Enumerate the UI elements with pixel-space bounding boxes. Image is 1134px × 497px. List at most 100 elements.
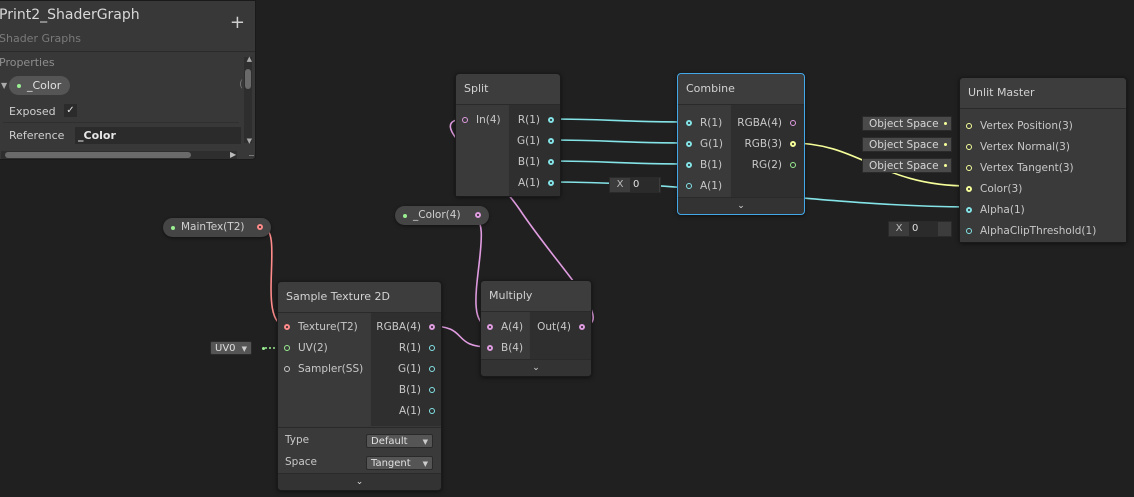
property-overflow-glyph: ( xyxy=(239,79,243,90)
combine-rgba-port[interactable]: RGBA(4) xyxy=(737,113,796,134)
property-collapse-icon[interactable]: ▼ xyxy=(1,81,8,90)
vertex-tangent-port[interactable]: Vertex Tangent(3) xyxy=(966,158,1074,179)
uv-channel-dropdown[interactable]: UV0▼ xyxy=(210,341,252,355)
sample-texture-2d-node[interactable]: Sample Texture 2D Texture(T2) UV(2) Samp… xyxy=(277,281,442,491)
combine-r-port[interactable]: R(1) xyxy=(686,113,722,134)
port-dot-icon[interactable] xyxy=(257,224,263,230)
alpha-port[interactable]: Alpha(1) xyxy=(966,200,1025,221)
rgba-output-port[interactable]: RGBA(4) xyxy=(376,317,435,338)
split-a-port[interactable]: A(1) xyxy=(518,173,554,194)
port-dot-icon xyxy=(944,164,947,167)
port-dot-icon xyxy=(548,138,554,144)
exposed-checkbox[interactable]: ✓ xyxy=(64,104,77,117)
color-property-label: _Color(4) xyxy=(413,209,461,221)
multiply-node[interactable]: Multiply A(4) B(4) Out(4) ⌄ xyxy=(480,280,592,377)
vertex-normal-space-field[interactable]: Object Space xyxy=(862,137,952,152)
space-field-label: Object Space xyxy=(869,160,939,172)
space-dropdown[interactable]: Tangent▼ xyxy=(366,456,433,470)
horizontal-scroll-thumb[interactable] xyxy=(5,152,191,158)
port-label: R(1) xyxy=(700,117,723,129)
combine-rg-port[interactable]: RG(2) xyxy=(752,155,796,176)
type-dropdown[interactable]: Default▼ xyxy=(366,434,433,448)
color-property-node[interactable]: _Color(4) xyxy=(395,206,489,225)
combine-g-port[interactable]: G(1) xyxy=(686,134,723,155)
split-b-port[interactable]: B(1) xyxy=(518,152,554,173)
vertex-position-space-field[interactable]: Object Space xyxy=(862,116,952,131)
alphaclip-port[interactable]: AlphaClipThreshold(1) xyxy=(966,221,1096,242)
port-label: RGB(3) xyxy=(744,138,782,150)
multiply-expand-button[interactable]: ⌄ xyxy=(481,359,591,376)
combine-a-value-input[interactable]: 0 xyxy=(630,178,659,192)
port-dot-icon xyxy=(487,324,493,330)
port-dot-icon[interactable] xyxy=(475,212,481,218)
horizontal-scrollbar[interactable] xyxy=(1,151,237,159)
split-in-port[interactable]: In(4) xyxy=(462,110,501,131)
b-output-port[interactable]: B(1) xyxy=(399,380,435,401)
combine-a-port[interactable]: A(1) xyxy=(686,176,722,197)
scroll-right-icon[interactable]: ▶ xyxy=(230,150,237,159)
sampler-port[interactable]: Sampler(SS) xyxy=(284,359,363,380)
g-output-port[interactable]: G(1) xyxy=(398,359,435,380)
combine-b-port[interactable]: B(1) xyxy=(686,155,722,176)
property-pill-color[interactable]: _Color xyxy=(9,76,71,95)
combine-rgb-port[interactable]: RGB(3) xyxy=(744,134,796,155)
property-divider xyxy=(3,122,239,123)
type-label: Type xyxy=(285,434,310,446)
unlit-master-title: Unlit Master xyxy=(960,78,1126,109)
sample-expand-button[interactable]: ⌄ xyxy=(278,473,441,490)
multiply-out-port[interactable]: Out(4) xyxy=(537,317,585,338)
vertex-tangent-space-field[interactable]: Object Space xyxy=(862,158,952,173)
unlit-master-node[interactable]: Unlit Master Vertex Position(3) Vertex N… xyxy=(959,77,1127,243)
multiply-a-port[interactable]: A(4) xyxy=(487,317,523,338)
port-label: RGBA(4) xyxy=(376,321,421,333)
axis-label: X xyxy=(895,223,903,234)
port-dot-icon xyxy=(966,165,972,171)
port-label: Sampler(SS) xyxy=(298,363,364,375)
port-label: Texture(T2) xyxy=(298,321,358,333)
axis-label: X xyxy=(616,179,624,190)
maintex-property-node[interactable]: MainTex(T2) xyxy=(163,218,271,237)
texture-port[interactable]: Texture(T2) xyxy=(284,317,358,338)
port-label: UV(2) xyxy=(298,342,328,354)
split-r-port[interactable]: R(1) xyxy=(518,110,554,131)
combine-expand-button[interactable]: ⌄ xyxy=(678,197,804,214)
port-label: A(1) xyxy=(517,177,540,189)
sample-settings-panel: Type Default▼ Space Tangent▼ xyxy=(278,427,441,474)
port-label: B(1) xyxy=(700,159,723,171)
space-field-label: Object Space xyxy=(869,139,939,151)
port-label: Out(4) xyxy=(537,321,571,333)
a-output-port[interactable]: A(1) xyxy=(399,401,435,422)
split-g-port[interactable]: G(1) xyxy=(517,131,554,152)
add-property-button[interactable]: + xyxy=(229,12,245,33)
uv-channel-value: UV0 xyxy=(215,343,236,354)
vertex-position-port[interactable]: Vertex Position(3) xyxy=(966,116,1073,137)
color-port[interactable]: Color(3) xyxy=(966,179,1022,200)
alphaclip-value-input[interactable]: 0 xyxy=(909,222,938,236)
port-label: RGBA(4) xyxy=(737,117,782,129)
port-label: A(4) xyxy=(501,321,524,333)
vertical-scroll-thumb[interactable] xyxy=(245,69,251,89)
port-dot-icon xyxy=(462,117,468,123)
port-label: Vertex Position(3) xyxy=(980,120,1073,132)
properties-section-label: Properties xyxy=(0,56,55,69)
combine-node[interactable]: Combine R(1) G(1) B(1) A(1) RGBA(4) RGB(… xyxy=(677,73,805,215)
scroll-up-icon[interactable]: ▲ xyxy=(246,55,252,63)
vertical-scrollbar[interactable] xyxy=(244,57,252,143)
port-dot-icon xyxy=(429,345,435,351)
vertex-normal-port[interactable]: Vertex Normal(3) xyxy=(966,137,1070,158)
reference-input[interactable]: _Color xyxy=(75,127,241,144)
uv-port[interactable]: UV(2) xyxy=(284,338,328,359)
split-node[interactable]: Split In(4) R(1) G(1) B(1) A(1) xyxy=(455,73,561,197)
r-output-port[interactable]: R(1) xyxy=(399,338,435,359)
port-dot-icon xyxy=(487,345,493,351)
port-dot-icon xyxy=(944,122,947,125)
port-label: B(4) xyxy=(501,342,524,354)
port-label: In(4) xyxy=(476,114,501,126)
scroll-down-icon[interactable]: ▼ xyxy=(246,137,252,145)
multiply-b-port[interactable]: B(4) xyxy=(487,338,523,359)
port-dot-icon xyxy=(790,141,796,147)
resize-handle[interactable] xyxy=(249,155,254,156)
split-title: Split xyxy=(456,74,560,105)
